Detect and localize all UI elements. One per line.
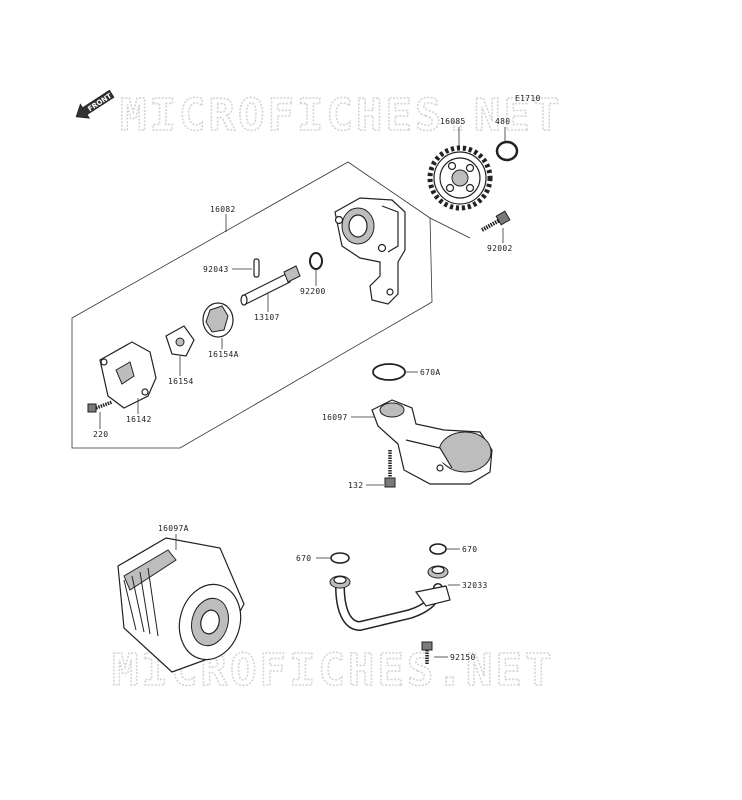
label-92043: 92043 [203, 265, 229, 274]
pump-housing [334, 197, 406, 305]
label-670A: 670A [420, 368, 440, 377]
pump-shaft [240, 265, 301, 306]
label-16142: 16142 [126, 415, 152, 424]
label-92150: 92150 [450, 653, 476, 662]
label-16085: 16085 [440, 117, 466, 126]
label-16097A: 16097A [158, 524, 189, 533]
o-ring-92200 [309, 252, 323, 270]
front-arrow-icon: FRONT [75, 89, 115, 119]
oil-pump-sprocket [427, 145, 493, 211]
label-16154A: 16154A [208, 350, 239, 359]
oil-filter [117, 537, 245, 673]
label-13107: 13107 [254, 313, 280, 322]
o-ring-670-left [330, 552, 350, 564]
o-ring-670A [372, 363, 406, 381]
label-670-right: 670 [462, 545, 477, 554]
bolt-220 [87, 400, 113, 413]
oil-strainer [371, 399, 493, 485]
o-ring-670-right [429, 543, 447, 555]
diagram-code: E1710 [515, 94, 541, 103]
label-16154: 16154 [168, 377, 194, 386]
bolt-92150 [421, 641, 433, 664]
pump-cover [99, 341, 157, 409]
label-16097: 16097 [322, 413, 348, 422]
bolt-92002 [481, 210, 511, 232]
label-220: 220 [93, 430, 108, 439]
label-16082: 16082 [210, 205, 236, 214]
label-32033: 32033 [462, 581, 488, 590]
bolt-132 [384, 450, 396, 488]
pin-92043 [253, 258, 260, 278]
label-480: 480 [495, 117, 510, 126]
circlip [495, 140, 519, 162]
label-92200: 92200 [300, 287, 326, 296]
oil-pump-assembly-box [71, 161, 433, 449]
label-92002: 92002 [487, 244, 513, 253]
label-132: 132 [348, 481, 363, 490]
inner-rotor [165, 325, 195, 357]
watermark-top: MICROFICHES.NET [120, 90, 562, 141]
label-670-left: 670 [296, 554, 311, 563]
outer-rotor [202, 302, 234, 338]
oil-pipe [329, 565, 451, 632]
